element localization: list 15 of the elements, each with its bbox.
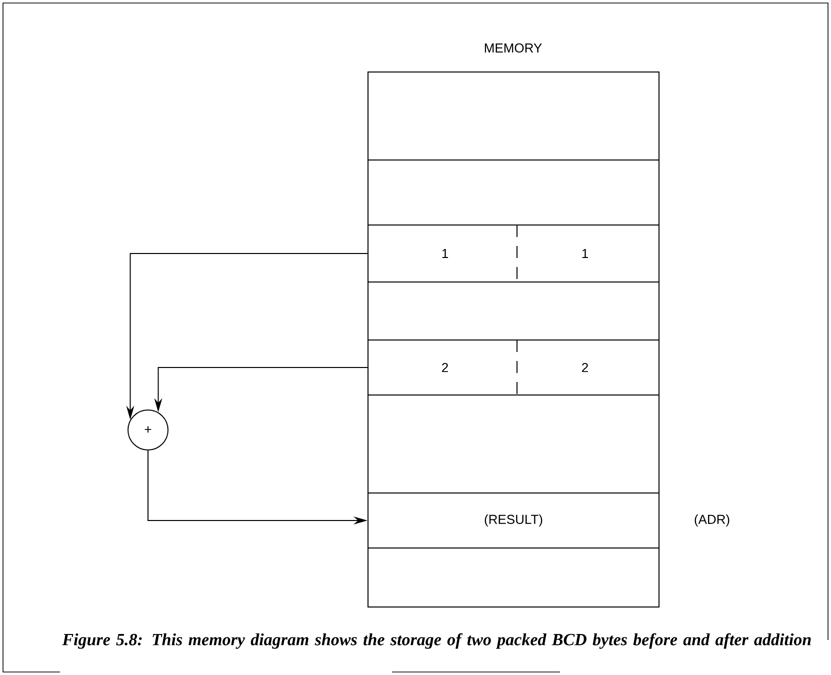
digit-label: 1: [582, 249, 588, 258]
cell-label: (RESULT): [484, 514, 542, 527]
memory-cell: [368, 72, 660, 160]
memory-cell: [368, 160, 660, 226]
digit-label: 2: [442, 362, 448, 372]
memory-cell: [368, 224, 660, 282]
digit-label: 1: [442, 249, 448, 258]
memory-cell: [368, 548, 660, 608]
memory-cell: [368, 340, 660, 396]
address-label: (ADR): [694, 514, 730, 527]
digit-label: 2: [582, 362, 588, 372]
memory-cell: [368, 282, 660, 340]
memory-cell: [368, 394, 660, 494]
caption: Figure 5.8: This memory diagram shows the storage of two packed BCD bytes before and after addition: [62, 633, 811, 649]
node-label: MEMORY: [484, 43, 542, 53]
